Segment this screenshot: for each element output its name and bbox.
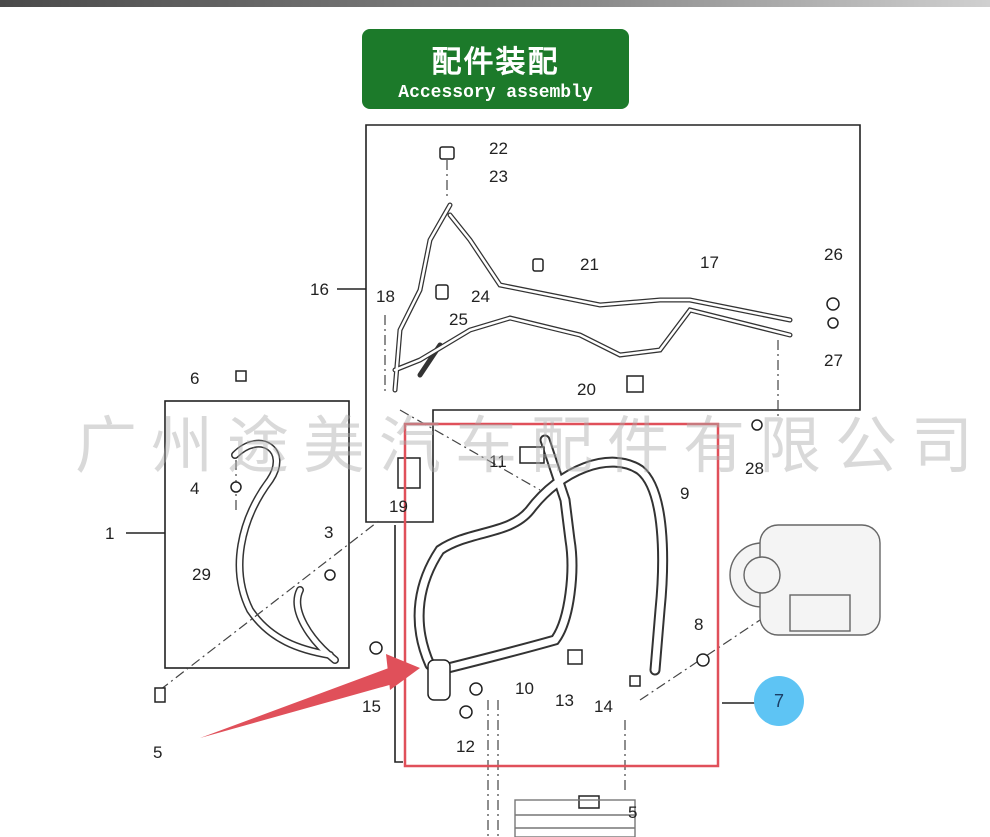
part-label-22: 22 (489, 139, 508, 158)
part-label-5-left: 5 (153, 743, 162, 762)
part-label-18: 18 (376, 287, 395, 306)
part-label-9: 9 (680, 484, 689, 503)
frame-upper (365, 124, 861, 523)
part-label-3: 3 (324, 523, 333, 542)
part-label-25: 25 (449, 310, 468, 329)
part-label-27: 27 (824, 351, 843, 370)
part-label-1: 1 (105, 524, 114, 543)
part-label-14: 14 (594, 697, 613, 716)
part-label-28: 28 (745, 459, 764, 478)
title-english: Accessory assembly (398, 83, 593, 103)
frame-left (164, 400, 350, 669)
part-label-8: 8 (694, 615, 703, 634)
part-label-23: 23 (489, 167, 508, 186)
part-label-5-bottom: 5 (628, 803, 637, 822)
top-bar (0, 0, 990, 7)
part-label-17: 17 (700, 253, 719, 272)
part-label-15: 15 (362, 697, 381, 716)
part-label-20: 20 (577, 380, 596, 399)
frame-lower (394, 525, 403, 763)
part-label-24: 24 (471, 287, 490, 306)
highlight-arrow (200, 662, 405, 738)
part-label-19: 19 (389, 497, 408, 516)
part-label-13: 13 (555, 691, 574, 710)
part-label-21: 21 (580, 255, 599, 274)
part-label-10: 10 (515, 679, 534, 698)
part-label-16: 16 (310, 280, 329, 299)
part-label-26: 26 (824, 245, 843, 264)
callout-7: 7 (754, 676, 804, 726)
part-label-29: 29 (192, 565, 211, 584)
highlight-box (403, 422, 720, 768)
title-chinese: 配件装配 (431, 45, 560, 80)
part-label-12: 12 (456, 737, 475, 756)
part-label-4: 4 (190, 479, 199, 498)
part-label-11: 11 (489, 452, 507, 471)
part-label-6: 6 (190, 369, 199, 388)
title-banner: 配件装配 Accessory assembly (362, 29, 629, 109)
